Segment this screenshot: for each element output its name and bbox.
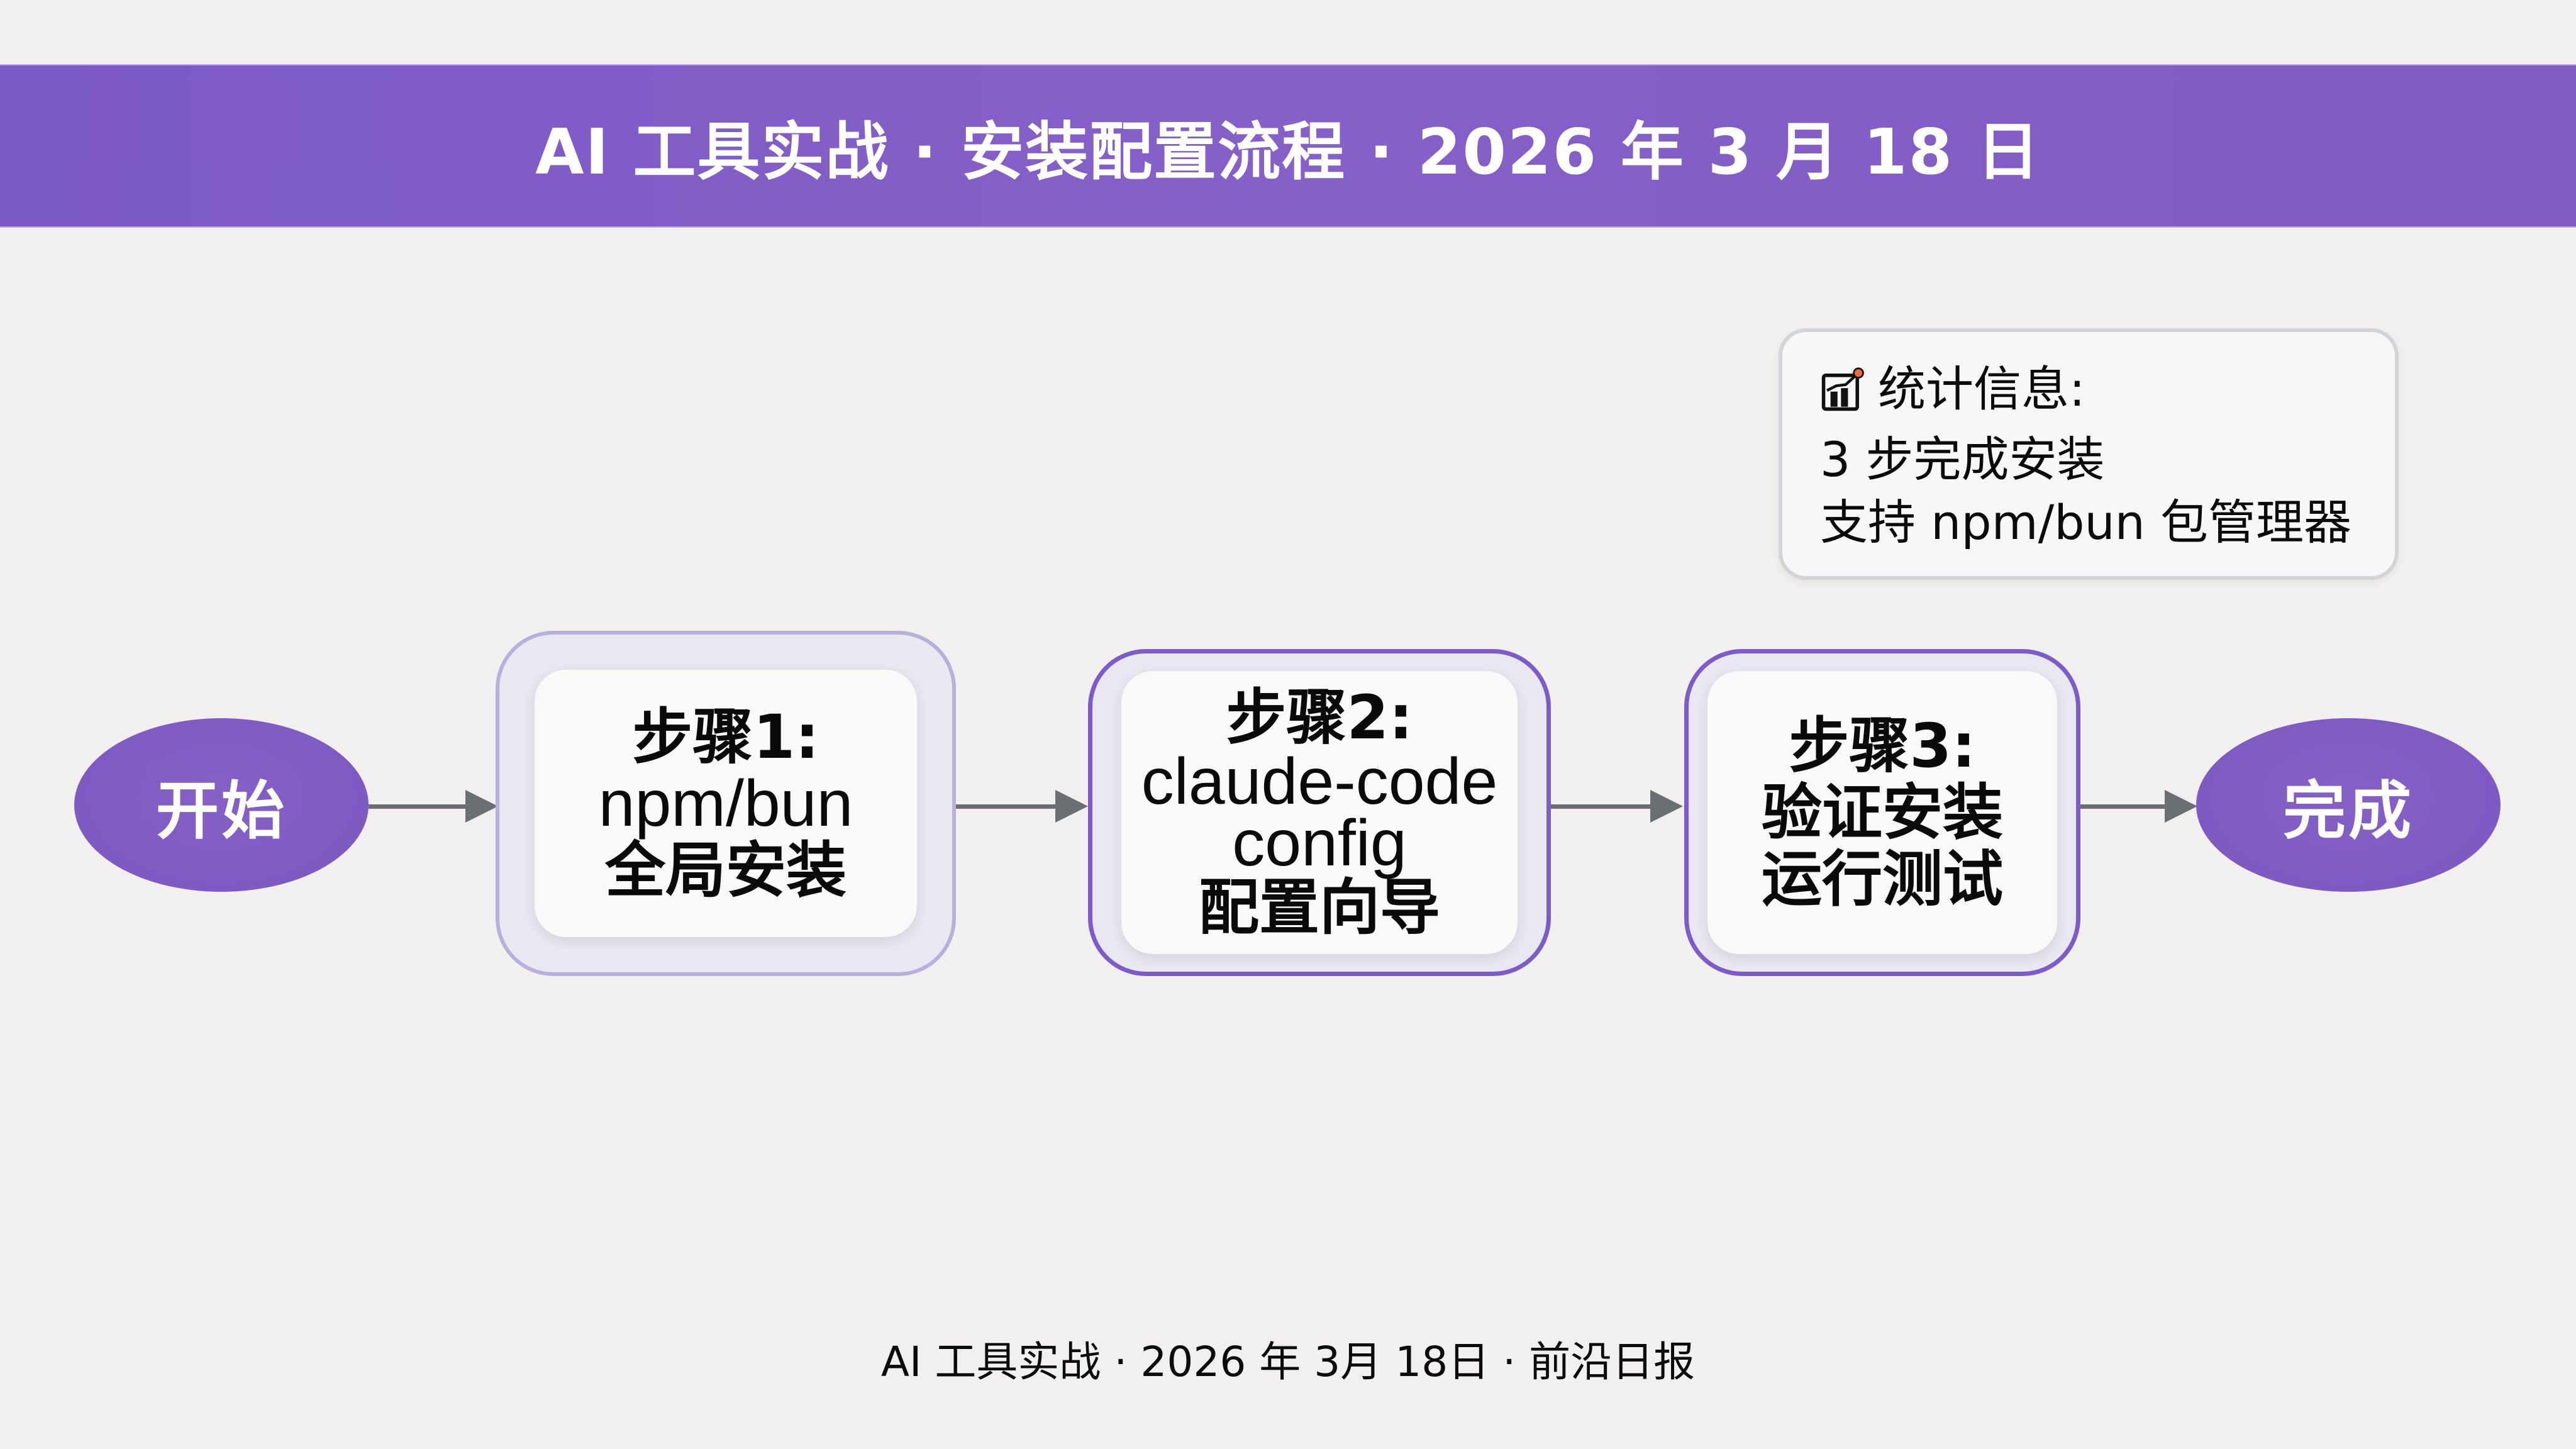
step-1-card: 步骤1: npm/bun 全局安装 (535, 670, 917, 937)
arrowhead-icon (1055, 790, 1088, 823)
stats-title-row: 统计信息: (1820, 361, 2085, 418)
start-label: 开始 (156, 774, 287, 848)
arrow-step1-to-step2 (956, 804, 1058, 809)
stats-line-package-managers: 支持 npm/bun 包管理器 (1820, 494, 2351, 550)
arrow-step2-to-step3 (1551, 804, 1652, 809)
stats-panel: 统计信息: 3 步完成安装 支持 npm/bun 包管理器 (1779, 328, 2399, 580)
step-3-desc-2: 运行测试 (1762, 844, 2003, 914)
page-title: AI 工具实战 · 安装配置流程 · 2026 年 3 月 18 日 (535, 114, 2041, 189)
arrow-step3-to-done (2080, 804, 2168, 809)
chart-trend-icon (1820, 366, 1867, 413)
stats-line-steps: 3 步完成安装 (1820, 431, 2105, 487)
arrowhead-icon (1650, 790, 1683, 823)
arrow-start-to-step1 (369, 804, 469, 809)
step-2-card: 步骤2: claude-code config 配置向导 (1121, 671, 1518, 954)
end-label: 完成 (2283, 774, 2414, 848)
header-band: AI 工具实战 · 安装配置流程 · 2026 年 3 月 18 日 (0, 64, 2576, 228)
step-1-heading: 步骤1: (632, 701, 819, 772)
step-2-subcommand: config (1232, 807, 1407, 880)
arrowhead-icon (2165, 790, 2197, 823)
step-2-desc: 配置向导 (1199, 872, 1440, 943)
step-2-node: 步骤2: claude-code config 配置向导 (1088, 649, 1551, 976)
step-3-card: 步骤3: 验证安装 运行测试 (1707, 671, 2057, 954)
step-3-heading: 步骤3: (1789, 711, 1976, 781)
start-node: 开始 (74, 718, 369, 892)
footer-caption: AI 工具实战 · 2026 年 3月 18日 · 前沿日报 (880, 1338, 1696, 1386)
step-3-node: 步骤3: 验证安装 运行测试 (1684, 649, 2080, 976)
step-1-tool: npm/bun (598, 767, 853, 840)
step-2-heading: 步骤2: (1226, 682, 1413, 753)
step-1-desc: 全局安装 (605, 835, 847, 906)
step-1-node: 步骤1: npm/bun 全局安装 (496, 631, 956, 976)
arrowhead-icon (465, 790, 498, 823)
end-node: 完成 (2196, 718, 2501, 892)
stats-title: 统计信息: (1878, 361, 2085, 417)
step-2-command: claude-code (1141, 745, 1498, 818)
step-3-desc-1: 验证安装 (1762, 777, 2003, 848)
